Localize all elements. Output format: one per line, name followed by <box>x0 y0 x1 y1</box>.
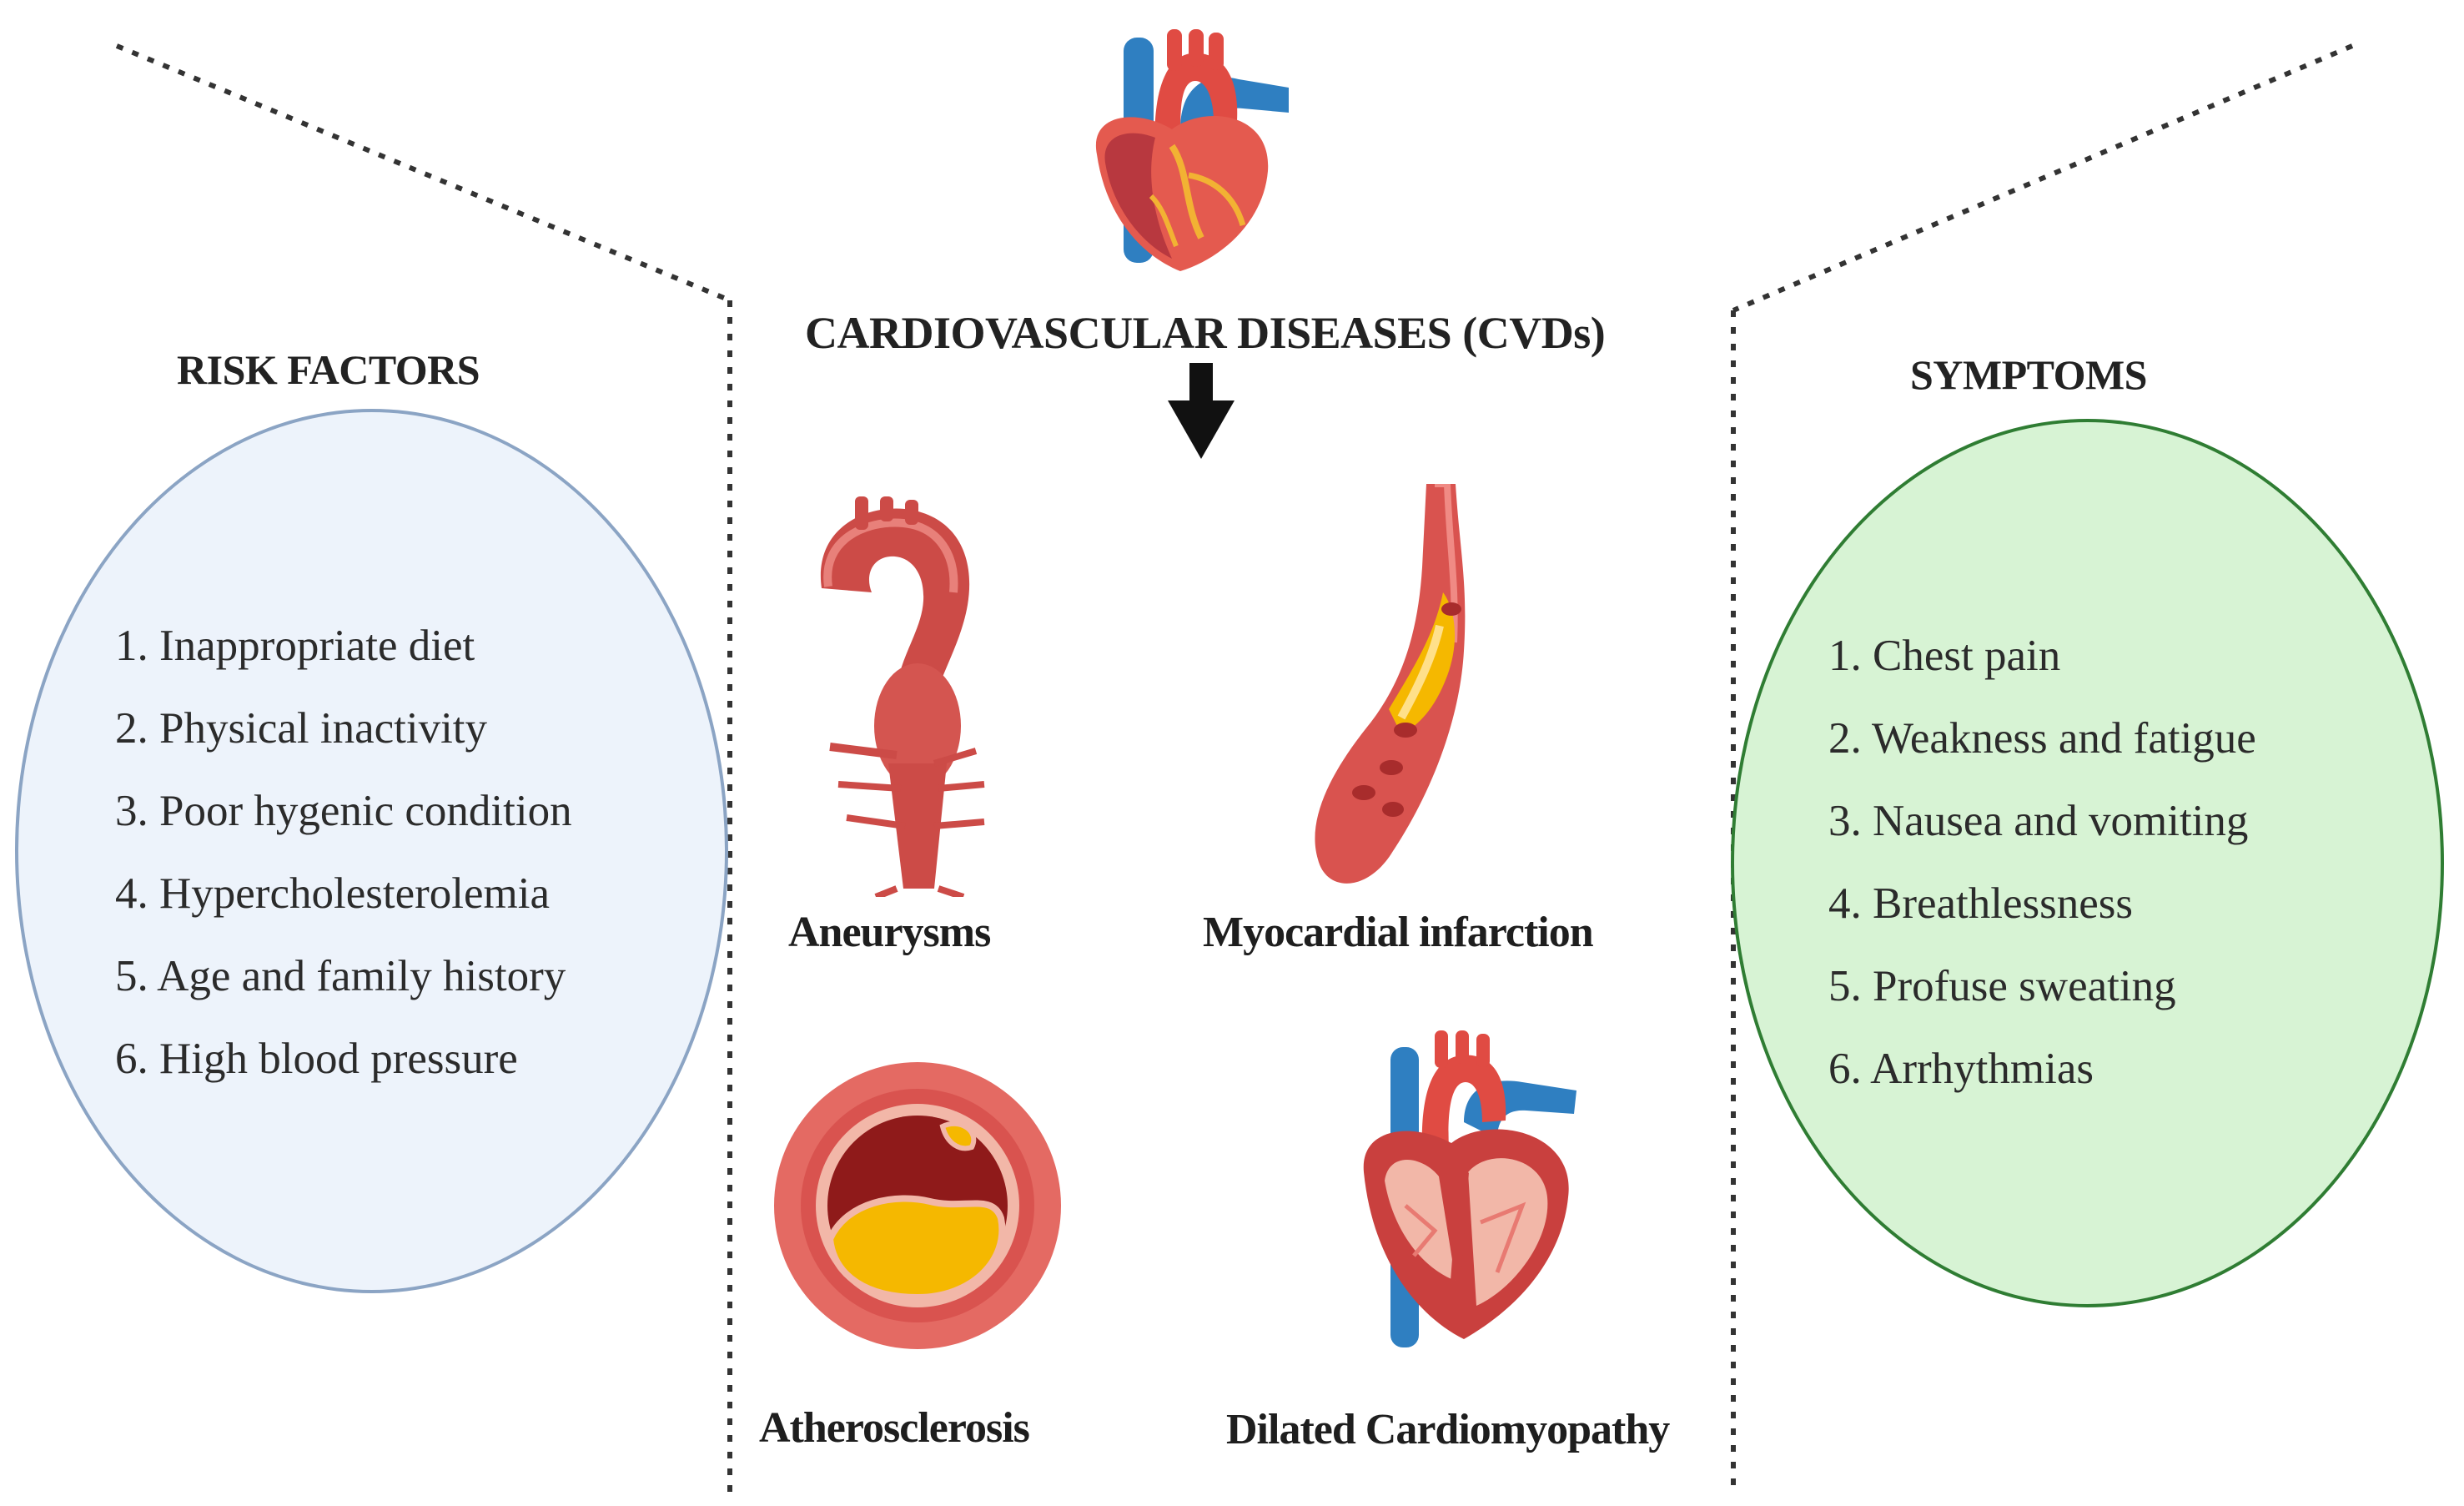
list-item: 5. Profuse sweating <box>1828 962 2176 1010</box>
list-item: 1. Chest pain <box>1828 632 2061 680</box>
list-item: 2. Physical inactivity <box>115 704 488 753</box>
symptoms-ellipse <box>1731 419 2444 1307</box>
symptoms-title: SYMPTOMS <box>1910 351 2148 398</box>
list-item: 5. Age and family history <box>115 952 566 1000</box>
symptoms-list: 1. Chest pain 2. Weakness and fatigue 3.… <box>1828 615 2256 1111</box>
list-item: 6. High blood pressure <box>115 1035 518 1083</box>
list-item: 3. Nausea and vomiting <box>1828 797 2249 845</box>
aorta-aneurysm-icon <box>820 496 985 897</box>
artery-cross-section-icon <box>774 1062 1061 1349</box>
arrow-down-icon <box>1168 363 1235 459</box>
label-atherosclerosis: Atherosclerosis <box>759 1404 1030 1452</box>
heart-icon <box>1095 29 1289 271</box>
list-item: 4. Breathlessness <box>1828 879 2134 928</box>
list-item: 1. Inappropriate diet <box>115 622 475 670</box>
cvd-title: CARDIOVASCULAR DISEASES (CVDs) <box>805 308 1606 358</box>
label-aneurysms: Aneurysms <box>788 909 991 956</box>
list-item: 6. Arrhythmias <box>1828 1045 2094 1093</box>
right-diagonal-line <box>1732 43 2354 313</box>
risk-factors-title: RISK FACTORS <box>177 346 480 393</box>
left-diagonal-line <box>115 43 732 303</box>
blocked-artery-icon <box>1315 484 1466 884</box>
risk-factors-ellipse <box>15 409 728 1293</box>
list-item: 3. Poor hygenic condition <box>115 787 572 835</box>
label-dilated-cardiomyopathy: Dilated Cardiomyopathy <box>1226 1406 1670 1453</box>
list-item: 2. Weakness and fatigue <box>1828 714 2256 763</box>
label-myocardial-infarction: Myocardial infarction <box>1203 909 1594 956</box>
heart-cross-section-icon <box>1363 1030 1576 1347</box>
risk-factors-list: 1. Inappropriate diet 2. Physical inacti… <box>115 605 572 1101</box>
list-item: 4. Hypercholesterolemia <box>115 869 550 918</box>
